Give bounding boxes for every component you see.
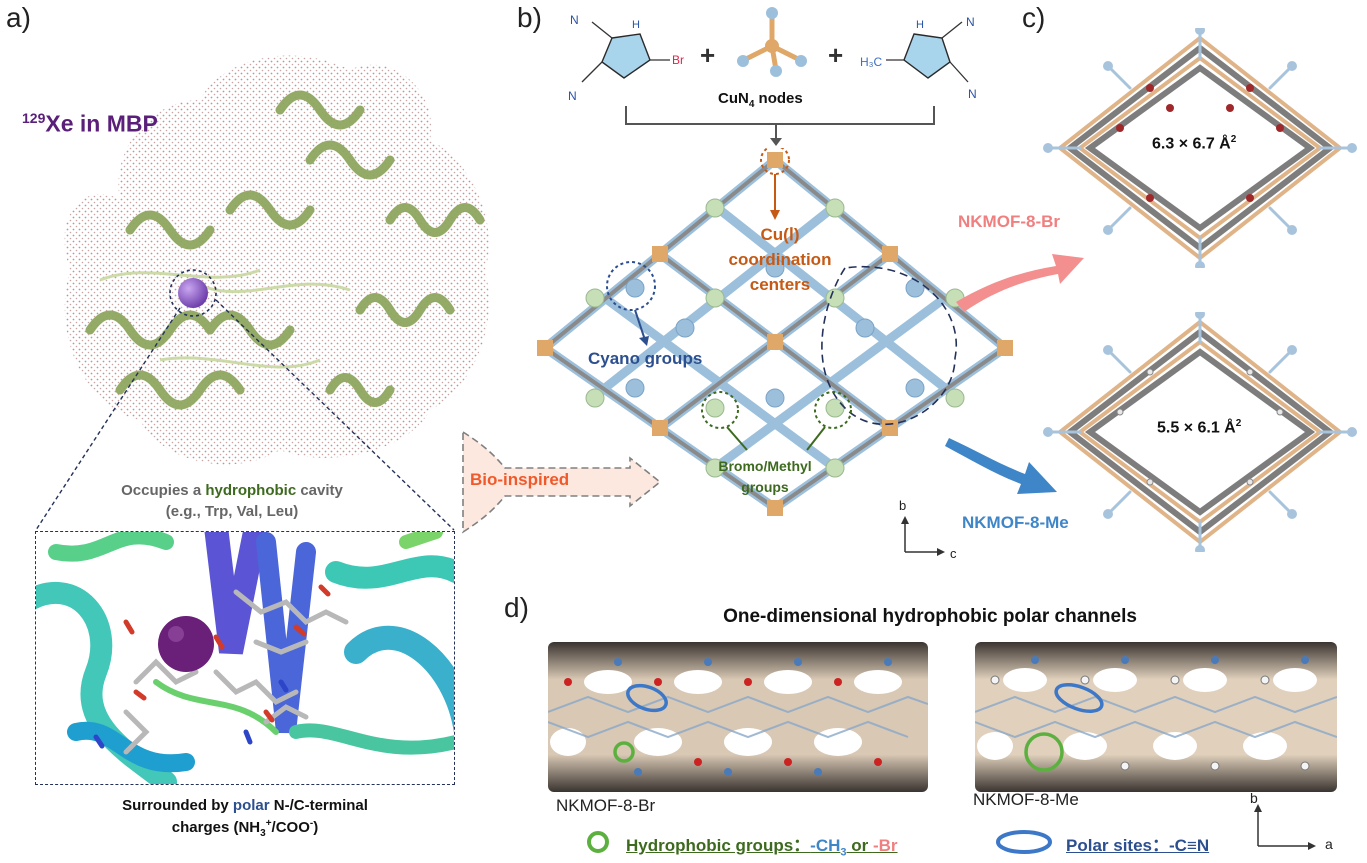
title-superscript: 129 [22, 110, 46, 126]
channels-title: One-dimensional hydrophobic polar channe… [723, 606, 1137, 627]
br-pore-size: 6.3 × 6.7 Å2 [1152, 134, 1237, 153]
xenon-sphere [158, 616, 214, 672]
protein-surface-dots [64, 55, 489, 465]
hydrophobic-highlight: hydrophobic [205, 482, 297, 499]
ligand-n-label: N [968, 87, 977, 101]
pore-outline [821, 265, 958, 426]
ligand-n-label: N [966, 15, 975, 29]
hydrophobic-legend-label: Hydrophobic groups：-CH3 or -Br [626, 836, 898, 859]
me-pore-size: 5.5 × 6.1 Å2 [1157, 418, 1242, 437]
cyano-groups-label: Cyano groups [588, 349, 703, 368]
cun4-node-model [737, 7, 807, 77]
bio-inspired-label: Bio-inspired [470, 470, 570, 489]
axes-bc [901, 516, 945, 556]
panel-d-letter: d) [504, 592, 529, 623]
assembly-bracket [625, 106, 935, 146]
protein-ribbons [85, 90, 485, 410]
polar-site-marker [1054, 683, 1104, 713]
title-main: Xe in MBP [45, 110, 158, 137]
polar-site-marker [626, 683, 668, 713]
arrow-to-me [945, 438, 1057, 494]
ligand-n-label: N [568, 89, 577, 103]
polar-legend-icon [996, 830, 1052, 854]
nkmof-8-me-caption: NKMOF-8-Me [973, 790, 1079, 809]
axis-b2-label: b [1250, 790, 1258, 806]
plus-sign-1: + [700, 40, 716, 70]
binding-site-render [36, 532, 454, 784]
polar-highlight: polar [232, 797, 270, 814]
axis-b-label: b [899, 498, 907, 513]
channel-view-me [975, 642, 1337, 792]
hydrophobic-legend-icon [587, 831, 609, 853]
cu-centers-label: Cu(Ⅰ) coordination centers [728, 225, 832, 294]
binding-site-inset [35, 531, 455, 785]
ligand-methyl-label: H₃C [860, 55, 883, 69]
panel-a-title: 129Xe in MBP [22, 110, 158, 138]
zoom-lines [35, 299, 455, 531]
arrow-to-br [956, 254, 1084, 312]
bio-inspired-arrow [462, 430, 662, 534]
hydrophobic-marker [1024, 732, 1064, 772]
xenon-atom [178, 278, 208, 308]
xenon-cavity-circle [169, 269, 217, 317]
nkmof-8-me-lattice [1043, 312, 1357, 552]
ligand-n-label: N [570, 13, 579, 27]
polar-legend-label: Polar sites：-C≡N [1066, 836, 1210, 855]
ligand-h-label: H [916, 19, 924, 31]
bromo-imidazole-ligand: N N Br H [568, 13, 684, 103]
protein-structure-figure [64, 55, 489, 465]
nkmof-8-br-label: NKMOF-8-Br [958, 212, 1060, 231]
panel-b-letter: b) [517, 2, 542, 33]
ligand-br-label: Br [672, 53, 684, 67]
cavity-caption-line2: (e.g., Trp, Val, Leu) [165, 503, 299, 520]
nkmof-8-br-caption: NKMOF-8-Br [556, 796, 656, 815]
channel-view-br [548, 642, 928, 792]
inset-caption-line1: Surrounded by polar N-/C-terminal [122, 797, 368, 814]
plus-sign-2: + [828, 40, 844, 70]
bromo-methyl-label: Bromo/Methyl groups [718, 458, 812, 495]
panel-c-letter: c) [1022, 2, 1046, 33]
axis-a-label: a [1325, 836, 1333, 852]
cun4-nodes-label: CuN4 nodes [714, 90, 807, 110]
ligand-h-label: H [632, 19, 640, 31]
panel-a-letter: a) [6, 2, 31, 33]
hydrophobic-marker [613, 741, 635, 763]
mof-framework-diagram [537, 148, 1013, 516]
methyl-imidazole-ligand: H₃C N N H [860, 15, 977, 101]
axis-c-label: c [950, 546, 957, 561]
axes-ab [1254, 804, 1316, 850]
inset-caption-line2: charges (NH3+/COO-) [171, 818, 319, 839]
nkmof-8-me-label: NKMOF-8-Me [962, 513, 1069, 532]
nkmof-8-br-lattice [1043, 28, 1357, 268]
cavity-caption-line1: Occupies a hydrophobic cavity [121, 482, 343, 499]
